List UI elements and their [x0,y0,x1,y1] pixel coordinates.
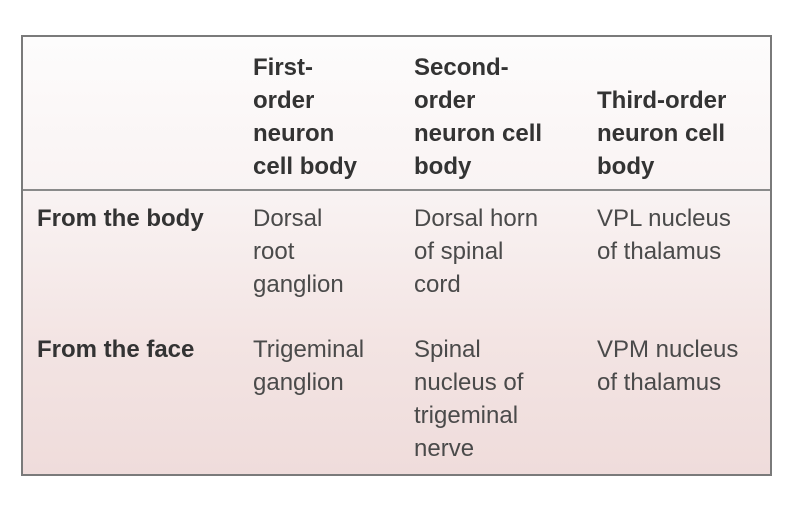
cell-line: Trigeminal [253,336,365,363]
header-line: body [414,153,472,180]
header-line: First- [253,54,313,81]
header-line: neuron [253,120,335,147]
header-line: order [414,87,476,114]
row-label-body: From the body [37,205,204,232]
row-label-face: From the face [37,336,195,363]
cell-line: cord [414,271,461,298]
header-line: order [253,87,315,114]
cell-line: nerve [414,435,475,462]
cell-line: of thalamus [597,369,722,396]
cell-line: of thalamus [597,238,722,265]
cell-line: VPL nucleus [597,205,731,232]
cell-line: ganglion [253,369,344,396]
cell-face-first-order: Trigeminal ganglion [253,333,403,399]
header-second-order: Second- order neuron cell body [414,51,589,183]
header-line: cell body [253,153,358,180]
header-third-order: Third-order neuron cell body [597,84,772,183]
neuron-pathway-table: First- order neuron cell body Second- or… [21,35,772,476]
cell-line: nucleus of [414,369,524,396]
header-line: neuron cell [597,120,726,147]
cell-line: VPM nucleus [597,336,739,363]
cell-line: trigeminal [414,402,519,429]
header-first-order: First- order neuron cell body [253,51,403,183]
cell-body-second-order: Dorsal horn of spinal cord [414,202,589,301]
cell-line: root [253,238,295,265]
header-line: Second- [414,54,509,81]
cell-face-second-order: Spinal nucleus of trigeminal nerve [414,333,589,465]
header-line: Third-order [597,87,727,114]
cell-face-third-order: VPM nucleus of thalamus [597,333,772,399]
cell-body-first-order: Dorsal root ganglion [253,202,403,301]
table-header-row: First- order neuron cell body Second- or… [23,37,770,191]
cell-line: Spinal [414,336,481,363]
header-line: body [597,153,655,180]
cell-body-third-order: VPL nucleus of thalamus [597,202,772,268]
cell-line: Dorsal [253,205,323,232]
cell-line: of spinal [414,238,504,265]
cell-line: Dorsal horn [414,205,539,232]
cell-line: ganglion [253,271,344,298]
header-line: neuron cell [414,120,543,147]
